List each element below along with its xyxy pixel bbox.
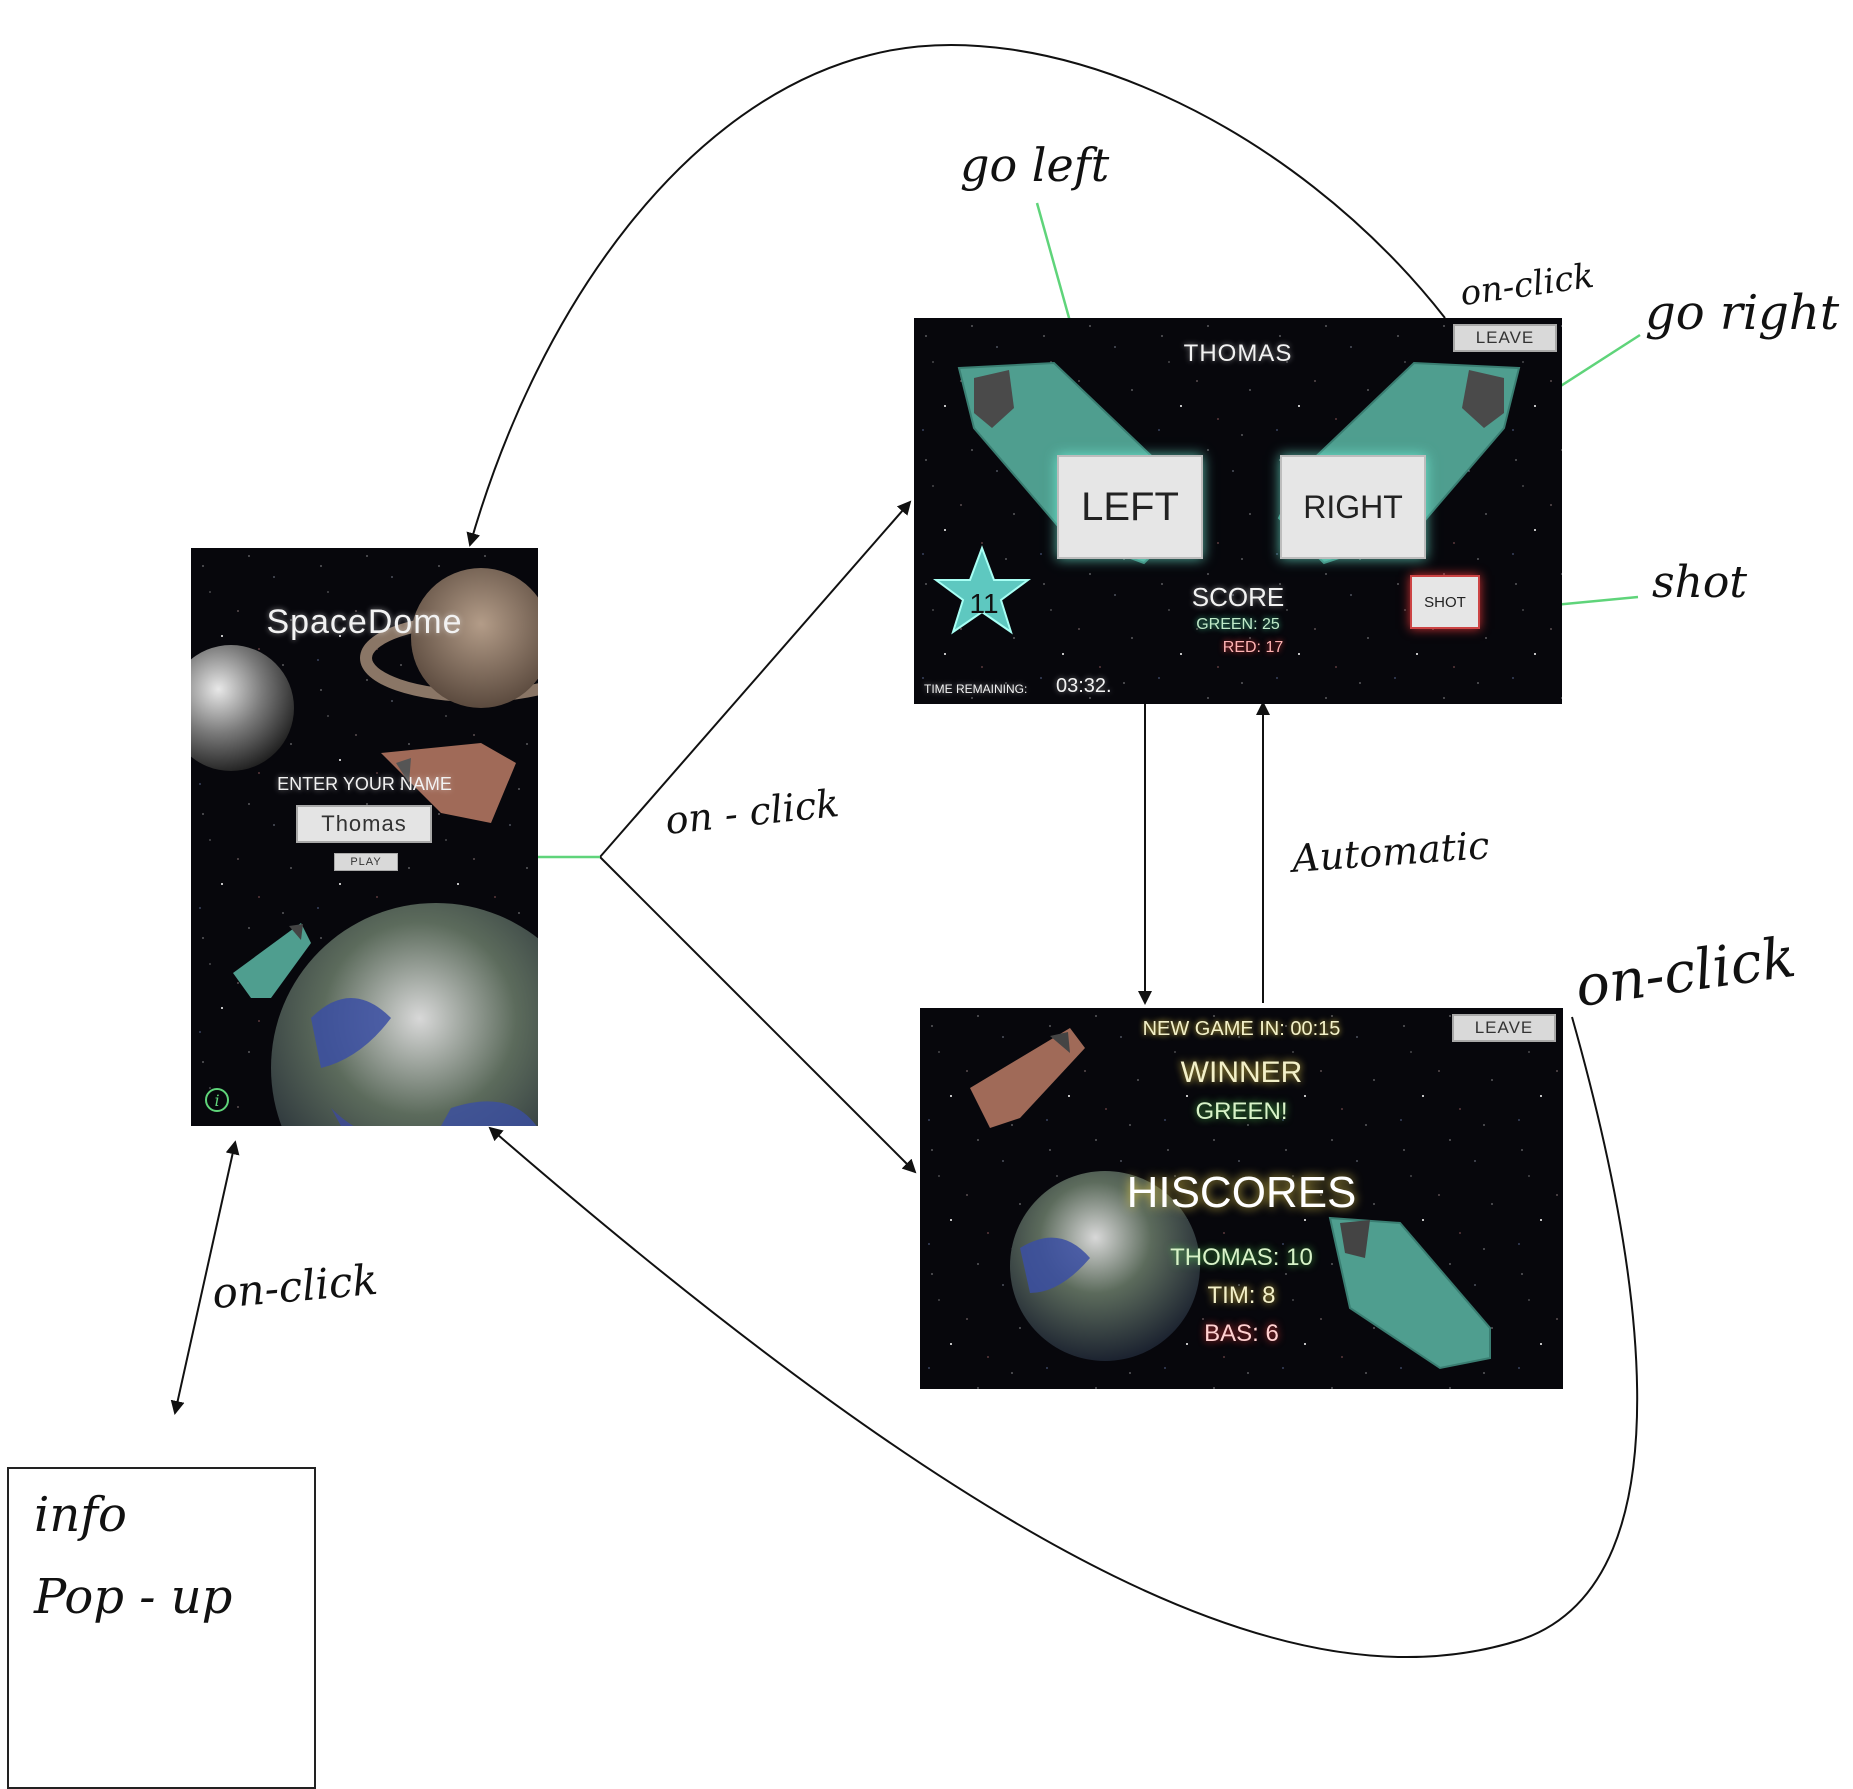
score-green: GREEN: 25 xyxy=(1196,616,1280,633)
arrow-play-to-game xyxy=(599,500,912,858)
arrow-info-popup xyxy=(170,1140,240,1415)
info-icon-glyph: i xyxy=(214,1090,220,1110)
winner-title: WINNER xyxy=(1180,1056,1303,1089)
hiscores-title: HISCORES xyxy=(1126,1168,1357,1217)
ringed-planet xyxy=(411,568,538,708)
info-popup: info Pop - up xyxy=(7,1467,316,1789)
arrow-score-leave-to-start xyxy=(488,1016,1639,1659)
arrow-play-to-score xyxy=(599,856,917,1174)
left-button[interactable]: LEFT xyxy=(1057,455,1203,559)
score-red: RED: 17 xyxy=(1222,639,1284,656)
score-screen: NEW GAME IN: 00:15 LEAVE WINNER GREEN! H… xyxy=(920,1008,1563,1389)
shot-button[interactable]: SHOT xyxy=(1410,575,1480,629)
teal-ship xyxy=(1328,1216,1491,1370)
start-scene-art xyxy=(191,568,538,1126)
earth-planet xyxy=(271,903,538,1126)
level-star xyxy=(932,545,1032,635)
hiscore-entry: TIM: 8 xyxy=(1207,1282,1276,1309)
brown-ship xyxy=(970,1028,1085,1128)
right-ship-window xyxy=(1462,370,1504,428)
player-name: THOMAS xyxy=(1183,340,1293,367)
time-label: TIME REMAINING: xyxy=(924,682,1028,696)
score-title: SCORE xyxy=(1191,582,1285,612)
right-button[interactable]: RIGHT xyxy=(1280,455,1426,559)
leave-button[interactable]: LEAVE xyxy=(1452,1014,1556,1042)
time-value: 03:32. xyxy=(1056,675,1112,697)
countdown: NEW GAME IN: 00:15 xyxy=(1142,1018,1341,1040)
star-count: 11 xyxy=(969,588,999,619)
hiscore-entry: BAS: 6 xyxy=(1204,1320,1279,1347)
brown-ship xyxy=(381,743,516,823)
name-input[interactable]: Thomas xyxy=(296,805,432,843)
start-screen: SpaceDome ENTER YOUR NAME Thomas PLAY i xyxy=(191,548,538,1126)
label-go-right: go right xyxy=(1645,285,1840,341)
score-scene-art xyxy=(970,1028,1491,1370)
info-icon[interactable]: i xyxy=(205,1088,229,1112)
left-ship-window xyxy=(974,370,1014,428)
teal-ship xyxy=(233,923,311,998)
app-title: SpaceDome xyxy=(266,603,463,641)
label-shot: shot xyxy=(1652,557,1748,608)
label-go-left: go left xyxy=(960,138,1110,192)
moon-planet xyxy=(191,645,294,771)
play-button[interactable]: PLAY xyxy=(334,853,398,871)
popup-line2: Pop - up xyxy=(34,1569,233,1625)
winner-team: GREEN! xyxy=(1195,1098,1288,1125)
leave-button[interactable]: LEAVE xyxy=(1453,324,1557,352)
name-prompt: ENTER YOUR NAME xyxy=(277,774,452,794)
earth-planet xyxy=(1010,1171,1200,1361)
popup-line1: info xyxy=(34,1487,127,1543)
hiscore-entry: THOMAS: 10 xyxy=(1170,1244,1313,1271)
arrow-leave-to-start xyxy=(466,43,1446,547)
game-screen: THOMAS LEAVE LEFT RIGHT SHOT 11 SCORE GR… xyxy=(914,318,1562,704)
